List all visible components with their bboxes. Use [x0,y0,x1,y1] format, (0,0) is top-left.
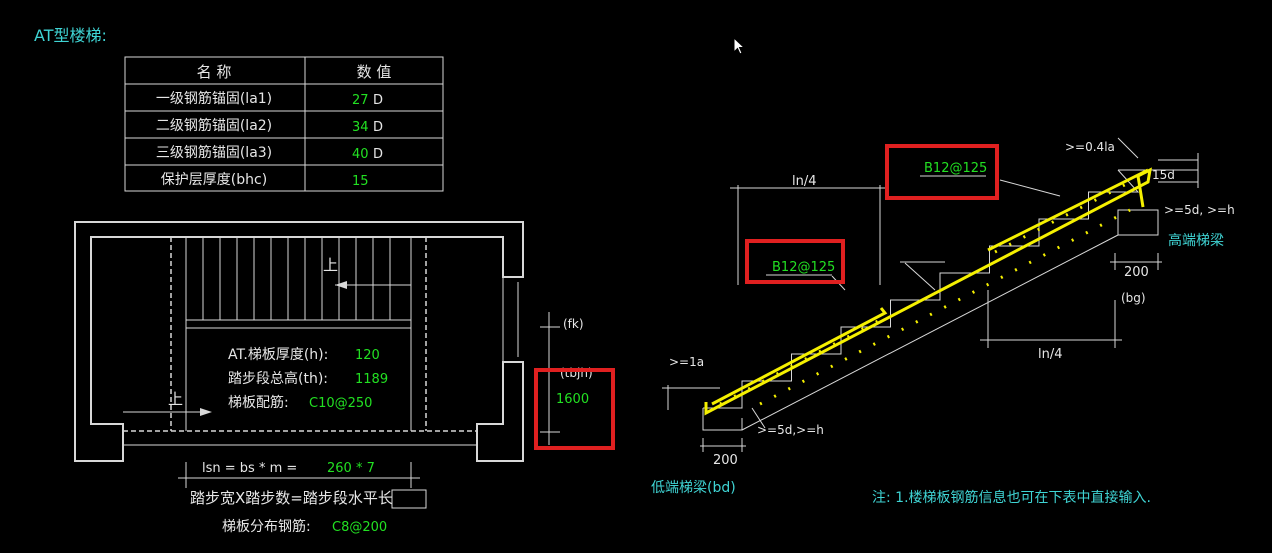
d15-label: 15d [1152,168,1175,182]
high-hook-label: >=5d, >=h [1164,203,1235,217]
table-row-name: 一级钢筋锚固(la1) [156,90,272,107]
low-beam-label: 低端梯梁(bd) [651,480,736,496]
la2-unit: D [373,120,383,135]
rebar-value-input[interactable]: C10@250 [309,396,372,411]
lsn-value-input[interactable]: 260 * 7 [327,461,375,476]
top-rebar-input[interactable]: B12@125 [924,161,987,176]
step-formula: 踏步宽X踏步数=踏步段水平长 [190,489,393,507]
low-hook-label: >=5d,>=h [757,423,824,437]
la3-value-input[interactable]: 40 [352,147,369,162]
bottom-rebar-input[interactable]: B12@125 [772,260,835,275]
anchor-parameter-table: 名 称 数 值 一级钢筋锚固(la1) 27 D 二级钢筋锚固(la2) 34 … [124,56,444,192]
distribution-rebar-label: 梯板分布钢筋: [222,518,311,535]
bhc-value-input[interactable]: 15 [352,174,369,189]
bottom-rebar-highlight-box [745,239,845,284]
stair-section-view: ln/4 ln/4 B12@125 B12@125 >=0.4la 15d >=… [651,137,1235,496]
ln4-top-label: ln/4 [792,174,817,189]
low-width-label: 200 [713,453,738,468]
lsn-label: lsn = bs * m = [202,461,297,476]
bg-label: (bg) [1121,291,1146,305]
tbjh-value-input[interactable]: 1600 [556,392,589,407]
top-rebar-highlight-box [885,144,999,200]
anchor-04la-label: >=0.4la [1065,140,1115,154]
la1-value-input[interactable]: 27 [352,93,369,108]
stair-plan-view: 上 上 AT.梯板厚度(h): 120 踏步段总高(th): 1189 梯板配筋… [74,221,615,535]
la2-value-input[interactable]: 34 [352,120,369,135]
la-label: >=1a [669,355,704,369]
height-value-input[interactable]: 1189 [355,372,388,387]
height-label: 踏步段总高(th): [228,370,328,387]
stair-type-title: AT型楼梯: [34,26,107,45]
table-header-name: 名 称 [197,63,232,81]
high-width-label: 200 [1124,265,1149,280]
tbjh-highlight-box [534,368,615,450]
la3-unit: D [373,147,383,162]
table-row-name: 三级钢筋锚固(la3) [156,144,272,161]
ln4-bottom-label: ln/4 [1038,347,1063,362]
table-row-name: 保护层厚度(bhc) [161,172,267,188]
la1-unit: D [373,93,383,108]
table-header-value: 数 值 [357,63,392,81]
fk-label: (fk) [563,317,584,331]
text-cursor-box [391,489,427,509]
rebar-label: 梯板配筋: [228,394,289,411]
up-label-top: 上 [323,256,338,274]
thickness-label: AT.梯板厚度(h): [228,347,328,363]
high-beam-label: 高端梯梁 [1168,232,1224,249]
mouse-cursor-icon [733,37,746,55]
input-note: 注: 1.楼梯板钢筋信息也可在下表中直接输入. [872,489,1151,506]
thickness-value-input[interactable]: 120 [355,348,380,363]
up-label-bottom: 上 [168,390,183,408]
table-row-name: 二级钢筋锚固(la2) [156,117,272,134]
distribution-rebar-input[interactable]: C8@200 [332,520,387,535]
